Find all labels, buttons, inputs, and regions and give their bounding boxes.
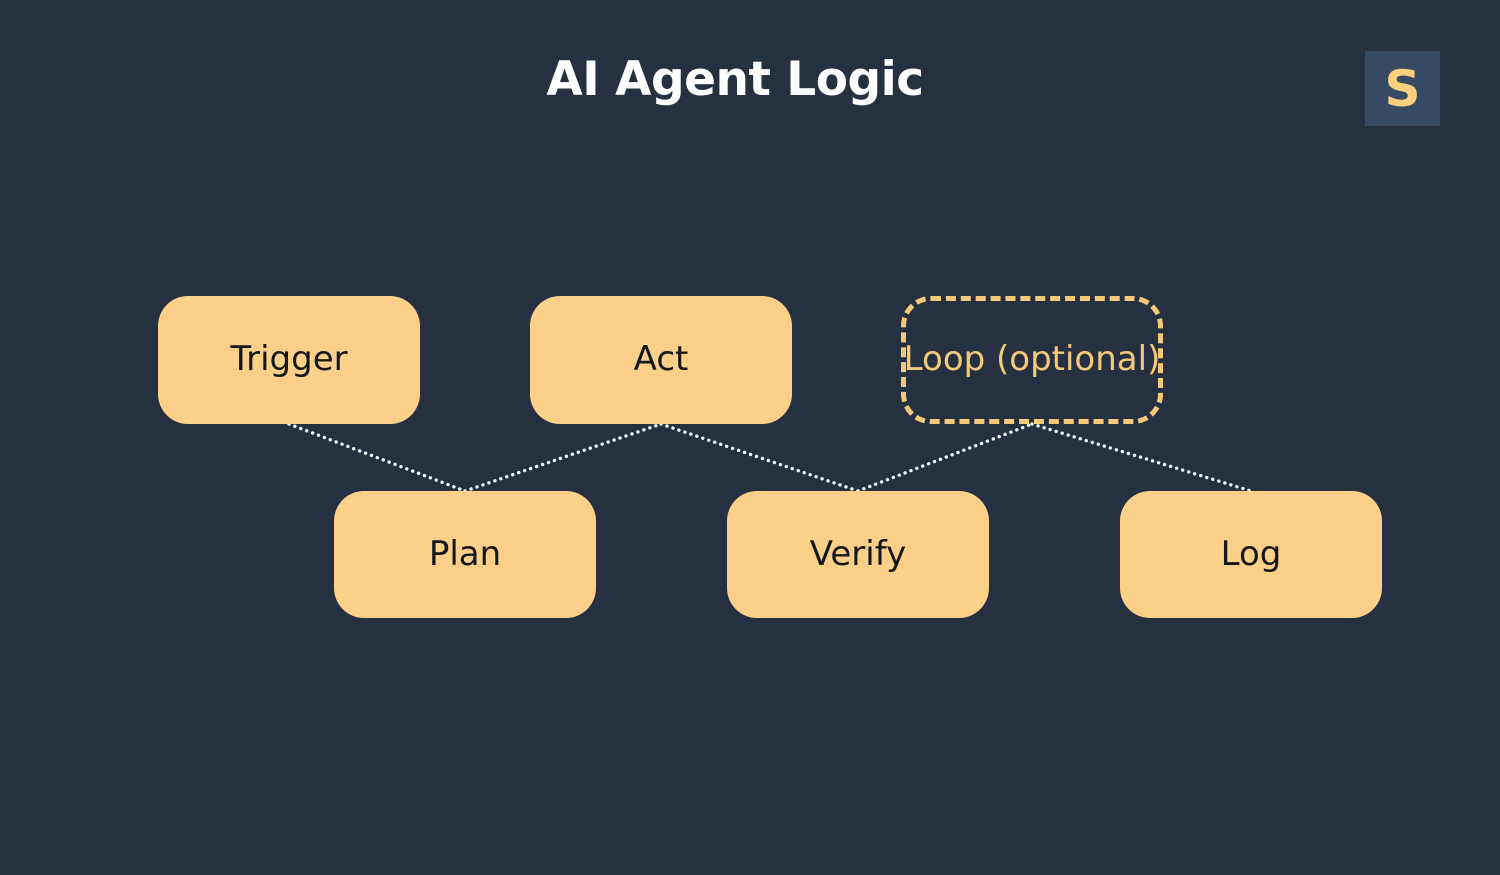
node-label-verify: Verify [809, 533, 907, 574]
node-verify[interactable]: Verify [727, 491, 989, 618]
page-title: AI Agent Logic [546, 52, 924, 107]
brand-logo-badge: S [1365, 51, 1440, 126]
connector-loop-log [1030, 422, 1253, 493]
node-label-act: Act [633, 339, 689, 379]
node-loop[interactable]: Loop (optional) [901, 296, 1163, 424]
connector-act-verify [659, 422, 860, 493]
node-label-log: Log [1220, 533, 1282, 574]
node-trigger[interactable]: Trigger [158, 296, 420, 424]
node-label-plan: Plan [428, 533, 502, 574]
node-label-loop: Loop (optional) [903, 339, 1161, 379]
node-label-trigger: Trigger [230, 339, 348, 379]
brand-s-badge-icon: S [1384, 59, 1421, 118]
connector-verify-loop [856, 422, 1034, 493]
connector-plan-act [463, 422, 663, 493]
node-act[interactable]: Act [530, 296, 792, 424]
connector-trigger-plan [287, 422, 467, 493]
node-plan[interactable]: Plan [334, 491, 596, 618]
node-log[interactable]: Log [1120, 491, 1382, 618]
